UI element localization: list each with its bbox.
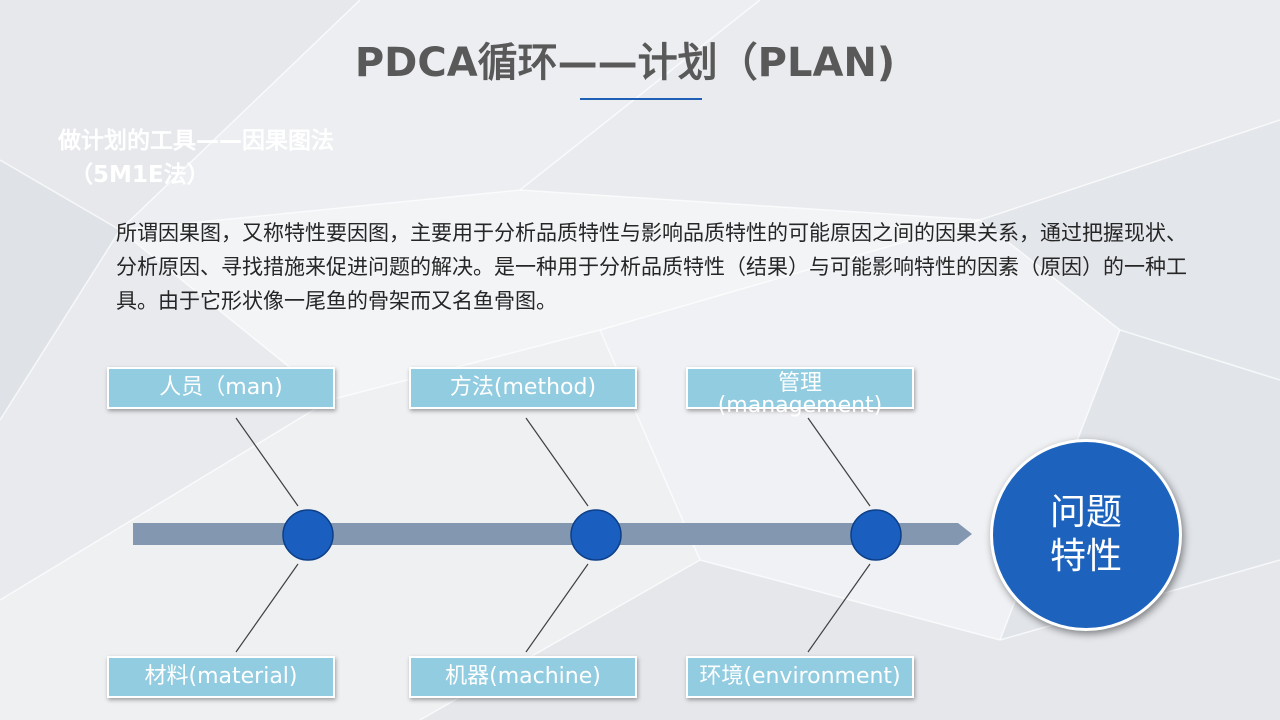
bone-material xyxy=(235,563,299,653)
bone-machine xyxy=(525,563,589,653)
bone-management xyxy=(807,417,871,507)
cause-box-method: 方法(method) xyxy=(409,367,637,409)
description-paragraph: 所谓因果图，又称特性要因图，主要用于分析品质特性与影响品质特性的可能原因之间的因… xyxy=(116,221,1187,313)
cause-management-line2: (management) xyxy=(717,393,883,418)
effect-line1: 问题 xyxy=(1049,492,1122,533)
bone-man xyxy=(235,417,299,507)
page-title: PDCA循环——计划（PLAN) xyxy=(354,40,896,86)
cause-box-material: 材料(material) xyxy=(107,656,335,698)
node-1 xyxy=(282,509,334,561)
title-underline xyxy=(580,98,702,100)
bone-method xyxy=(525,417,589,507)
node-2 xyxy=(570,509,622,561)
fishbone-spine xyxy=(133,523,972,545)
fishbone-bones xyxy=(235,417,871,653)
effect-line2: 特性 xyxy=(1049,536,1122,577)
subtitle-line1: 做计划的工具——因果图法 xyxy=(58,128,334,154)
subtitle: 做计划的工具——因果图法 （5M1E法） xyxy=(58,124,418,192)
subtitle-line2: （5M1E法） xyxy=(70,162,210,188)
fishbone-nodes xyxy=(282,509,902,561)
bone-environment xyxy=(807,563,871,653)
cause-management-line1: 管理 xyxy=(777,371,822,396)
cause-box-environment: 环境(environment) xyxy=(686,656,914,698)
effect-circle: 问题 特性 xyxy=(990,439,1182,631)
cause-box-man: 人员（man) xyxy=(107,367,335,409)
cause-box-management: 管理 (management) xyxy=(686,367,914,417)
node-3 xyxy=(850,509,902,561)
cause-box-machine: 机器(machine) xyxy=(409,656,637,698)
